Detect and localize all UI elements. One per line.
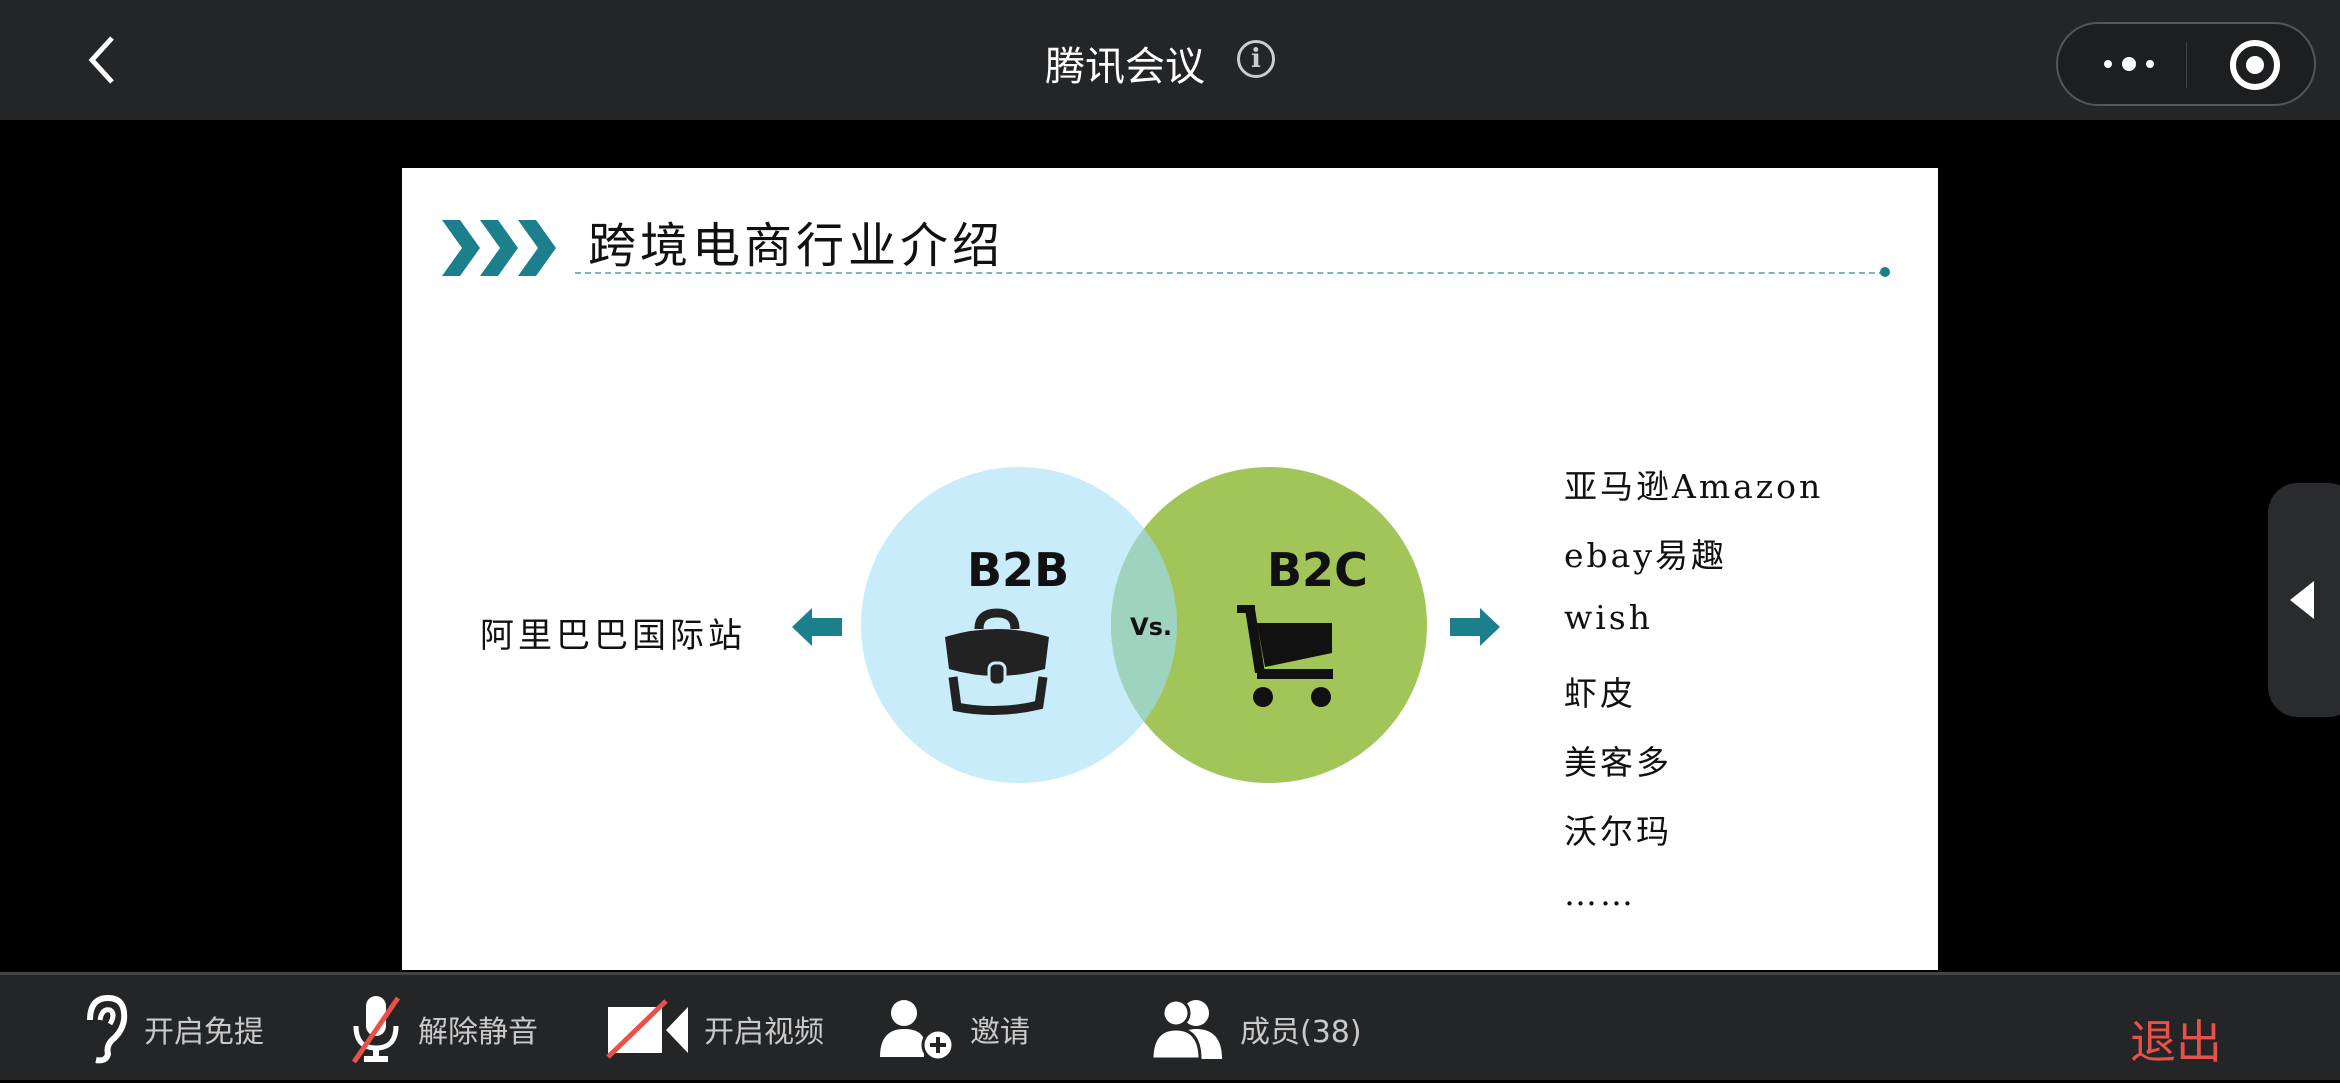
- unmute-button[interactable]: 解除静音: [348, 975, 538, 1083]
- list-item: ebay易趣: [1564, 536, 1727, 575]
- arrow-right-icon: [1450, 608, 1500, 646]
- mini-program-capsule: [2056, 22, 2316, 106]
- meeting-title: 腾讯会议: [1045, 44, 1205, 90]
- back-icon[interactable]: [80, 30, 130, 90]
- close-target-icon[interactable]: [2230, 40, 2280, 90]
- venn-diagram: B2B B2C Vs.: [857, 465, 1437, 785]
- shared-slide: 跨境电商行业介绍 阿里巴巴国际站 B2B B2C Vs. 亚马逊Amazon e: [402, 168, 1938, 970]
- vs-label: Vs.: [1130, 613, 1172, 641]
- b2b-label: B2B: [967, 543, 1070, 597]
- list-item: wish: [1564, 598, 1653, 637]
- add-user-icon: [880, 1000, 955, 1061]
- list-item: ……: [1564, 874, 1636, 913]
- top-bar: 腾讯会议 i: [0, 0, 2340, 120]
- b2b-example: 阿里巴巴国际站: [480, 616, 746, 656]
- bottom-toolbar: 开启免提 解除静音 开启视频 邀请 成员(38): [0, 972, 2340, 1080]
- speaker-button[interactable]: 开启免提: [80, 975, 264, 1083]
- list-item: 亚马逊Amazon: [1564, 467, 1824, 506]
- list-item: 美客多: [1564, 743, 1672, 782]
- more-icon[interactable]: [2094, 44, 2164, 84]
- slide-title: 跨境电商行业介绍: [588, 218, 1005, 274]
- divider-dot: [1880, 267, 1890, 277]
- b2c-examples-list: 亚马逊Amazon ebay易趣 wish 虾皮 美客多 沃尔玛 ……: [1564, 460, 1823, 943]
- camera-off-icon: [606, 999, 688, 1059]
- members-label: 成员(38): [1240, 1015, 1362, 1050]
- mic-muted-icon: [351, 996, 401, 1064]
- arrow-left-icon: [792, 608, 842, 646]
- list-item: 虾皮: [1564, 674, 1636, 713]
- ear-icon: [87, 994, 128, 1064]
- invite-button[interactable]: 邀请: [880, 975, 1030, 1083]
- side-panel-toggle[interactable]: [2268, 483, 2340, 717]
- members-button[interactable]: 成员(38): [1150, 975, 1362, 1083]
- invite-label: 邀请: [970, 1015, 1030, 1050]
- title-divider: [575, 272, 1885, 274]
- members-icon: [1150, 998, 1222, 1061]
- exit-button[interactable]: 退出: [2130, 1015, 2222, 1069]
- shopping-cart-icon: [1237, 605, 1333, 707]
- b2c-label: B2C: [1267, 543, 1368, 597]
- video-label: 开启视频: [704, 1015, 824, 1050]
- capsule-divider: [2186, 42, 2187, 88]
- speaker-label: 开启免提: [144, 1015, 264, 1050]
- chevrons-icon: [442, 220, 556, 276]
- briefcase-icon: [945, 608, 1049, 716]
- info-icon[interactable]: i: [1237, 40, 1275, 78]
- triangle-left-icon: [2290, 581, 2314, 619]
- unmute-label: 解除静音: [418, 1015, 538, 1050]
- video-button[interactable]: 开启视频: [606, 975, 824, 1083]
- list-item: 沃尔玛: [1564, 812, 1672, 851]
